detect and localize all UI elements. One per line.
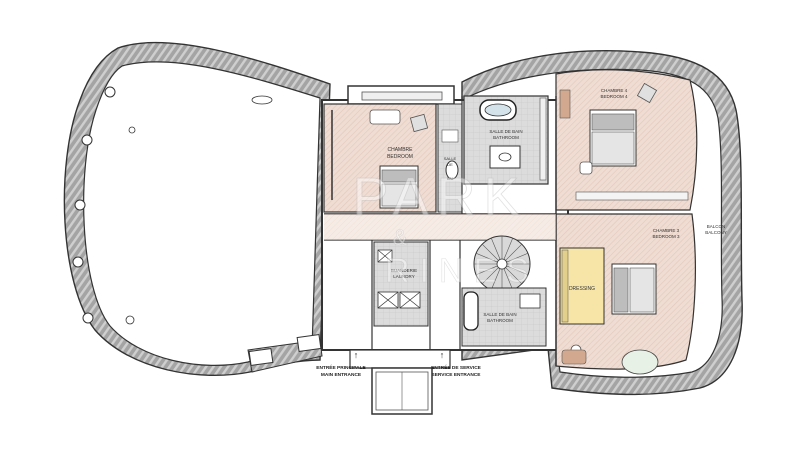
watermark-line2: RINES (385, 252, 539, 290)
bottom-left-balcony (247, 333, 323, 373)
main-entrance: ↑ ENTRÉE PRINCIPALE MAIN ENTRANCE (316, 350, 366, 378)
stair-tread (503, 238, 513, 260)
interior-walls (324, 96, 557, 366)
room-label-bedroom: BEDROOM (387, 154, 413, 160)
bedroom-4: CHAMBRE 4 BEDROOM 4 (555, 69, 698, 211)
room-label-sdb-top-fr: SALLE DE BAIN (489, 129, 522, 134)
stair-tread (491, 268, 501, 290)
stair-tread (476, 253, 498, 263)
small-room-label-3: BAI (447, 176, 453, 181)
room-label-chambre: CHAMBRE (387, 147, 413, 153)
stair-tread (503, 268, 513, 290)
main-entrance-label-en: MAIN ENTRANCE (321, 372, 362, 378)
watermark-line1: PARK (352, 167, 527, 227)
balcony-label-fr: BALCON (707, 224, 726, 229)
stair-tread (481, 267, 499, 285)
service-entrance-arrow: ↑ (440, 350, 445, 360)
service-entrance-label-fr: ENTRÉE DE SERVICE (431, 363, 482, 371)
bathroom-top: SALLE DE BAIN BATHROOM (463, 95, 549, 185)
stair-tread (505, 243, 523, 261)
main-entrance-arrow: ↑ (354, 350, 359, 360)
service-entrance-label-en: SERVICE ENTRANCE (432, 372, 482, 378)
main-entrance-label-fr: ENTRÉE PRINCIPALE (316, 363, 366, 371)
bedroom-left: CHAMBRE BEDROOM (323, 103, 437, 213)
stair-tread (505, 267, 523, 285)
small-bathroom: SALLE DE BAI (437, 103, 463, 213)
room-label-laundry: LAUNDRY (393, 274, 414, 279)
room-label-bedroom4: BEDROOM 4 (600, 94, 628, 99)
dressing-room: DRESSING (559, 247, 605, 325)
small-room-label-2: DE (447, 162, 453, 167)
room-label-bedroom3: BEDROOM 3 (652, 234, 680, 239)
balcony-label-en: BALCONY (705, 230, 727, 235)
laundry-room: BUANDERIE LAUNDRY (373, 241, 429, 327)
stair-tread (506, 265, 528, 275)
room-label-dressing: DRESSING (569, 286, 595, 292)
stair-tread (491, 238, 501, 260)
watermark: PARK & RINES (352, 167, 539, 291)
stair-tread (476, 265, 498, 275)
room-label-sdb-top-en: BATHROOM (493, 135, 519, 140)
service-entrance: ↑ ENTRÉE DE SERVICE SERVICE ENTRANCE (431, 350, 482, 378)
stair-tread (481, 243, 499, 261)
room-label-chambre3: CHAMBRE 3 (653, 228, 680, 233)
stair-tread (506, 253, 528, 263)
entrance-hall (349, 349, 451, 415)
room-label-sdb-bottom-fr: SALLE DE BAIN (483, 312, 516, 317)
left-balcony (63, 41, 331, 377)
room-label-sdb-bottom-en: BATHROOM (487, 318, 513, 323)
small-room-label-1: SALLE (444, 156, 457, 161)
room-label-buanderie: BUANDERIE (391, 268, 417, 273)
watermark-amp: & (393, 225, 408, 250)
bathroom-bottom: SALLE DE BAIN BATHROOM (461, 287, 547, 347)
spiral-staircase (473, 235, 531, 293)
room-label-chambre4: CHAMBRE 4 (601, 88, 628, 93)
